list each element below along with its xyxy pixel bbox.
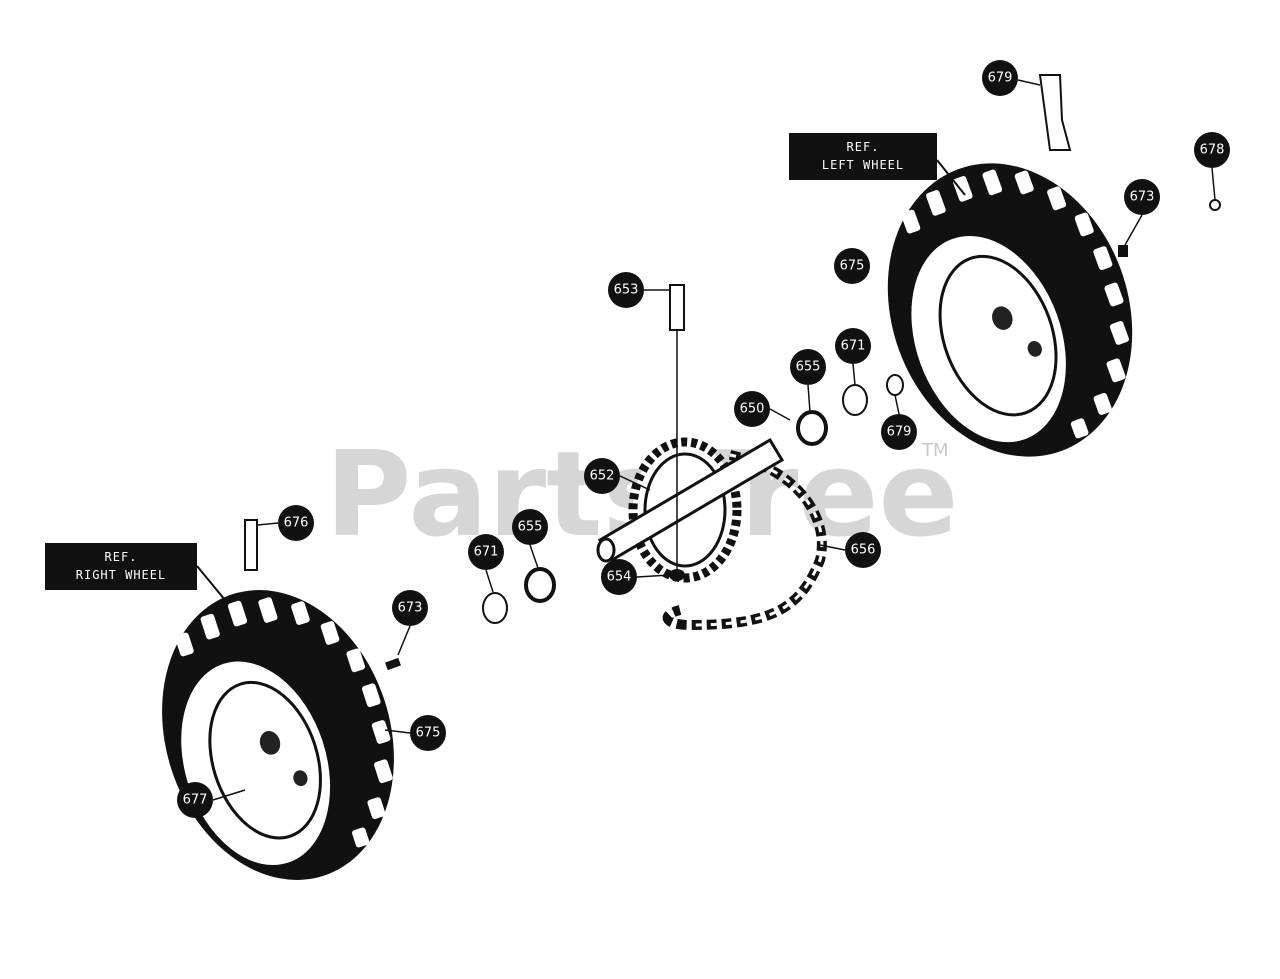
callout-677: 677 (177, 782, 213, 818)
left-wheel (887, 163, 1133, 457)
svg-text:652: 652 (590, 469, 615, 484)
right-wheel (162, 590, 394, 880)
svg-text:675: 675 (840, 259, 865, 274)
watermark-trademark: TM (921, 440, 949, 461)
svg-text:676: 676 (284, 516, 309, 531)
callout-655: 655 (790, 349, 826, 385)
callout-671: 671 (468, 534, 504, 570)
callout-675: 675 (410, 715, 446, 751)
svg-text:653: 653 (614, 283, 639, 298)
svg-text:673: 673 (398, 601, 423, 616)
svg-text:650: 650 (740, 402, 765, 417)
svg-text:RIGHT WHEEL: RIGHT WHEEL (76, 568, 166, 582)
svg-text:654: 654 (607, 570, 632, 585)
callout-655: 655 (512, 509, 548, 545)
callout-676: 676 (278, 505, 314, 541)
callouts: 679 678 673 675 653 671 655 650 679 652 … (177, 60, 1230, 818)
callout-656: 656 (845, 532, 881, 568)
svg-text:673: 673 (1130, 190, 1155, 205)
callout-673: 673 (1124, 179, 1160, 215)
svg-text:679: 679 (988, 71, 1013, 86)
svg-text:671: 671 (474, 545, 499, 560)
callout-653: 653 (608, 272, 644, 308)
svg-text:656: 656 (851, 543, 876, 558)
svg-text:677: 677 (183, 793, 208, 808)
leader-lines (212, 79, 1216, 801)
svg-text:655: 655 (518, 520, 543, 535)
ref-label-left-wheel: REF. LEFT WHEEL (789, 133, 966, 196)
ref-label-right-wheel: REF. RIGHT WHEEL (45, 543, 226, 601)
callout-654: 654 (601, 559, 637, 595)
svg-text:REF.: REF. (847, 140, 880, 154)
svg-text:679: 679 (887, 425, 912, 440)
svg-text:655: 655 (796, 360, 821, 375)
callout-679: 679 (881, 414, 917, 450)
callout-675: 675 (834, 248, 870, 284)
axle-assembly (244, 74, 1221, 671)
callout-650: 650 (734, 391, 770, 427)
svg-text:678: 678 (1200, 143, 1225, 158)
svg-text:675: 675 (416, 726, 441, 741)
callout-678: 678 (1194, 132, 1230, 168)
callout-679: 679 (982, 60, 1018, 96)
callout-652: 652 (584, 458, 620, 494)
svg-text:671: 671 (841, 339, 866, 354)
callout-673: 673 (392, 590, 428, 626)
svg-text:LEFT WHEEL: LEFT WHEEL (822, 158, 904, 172)
svg-text:REF.: REF. (105, 550, 138, 564)
callout-671: 671 (835, 328, 871, 364)
